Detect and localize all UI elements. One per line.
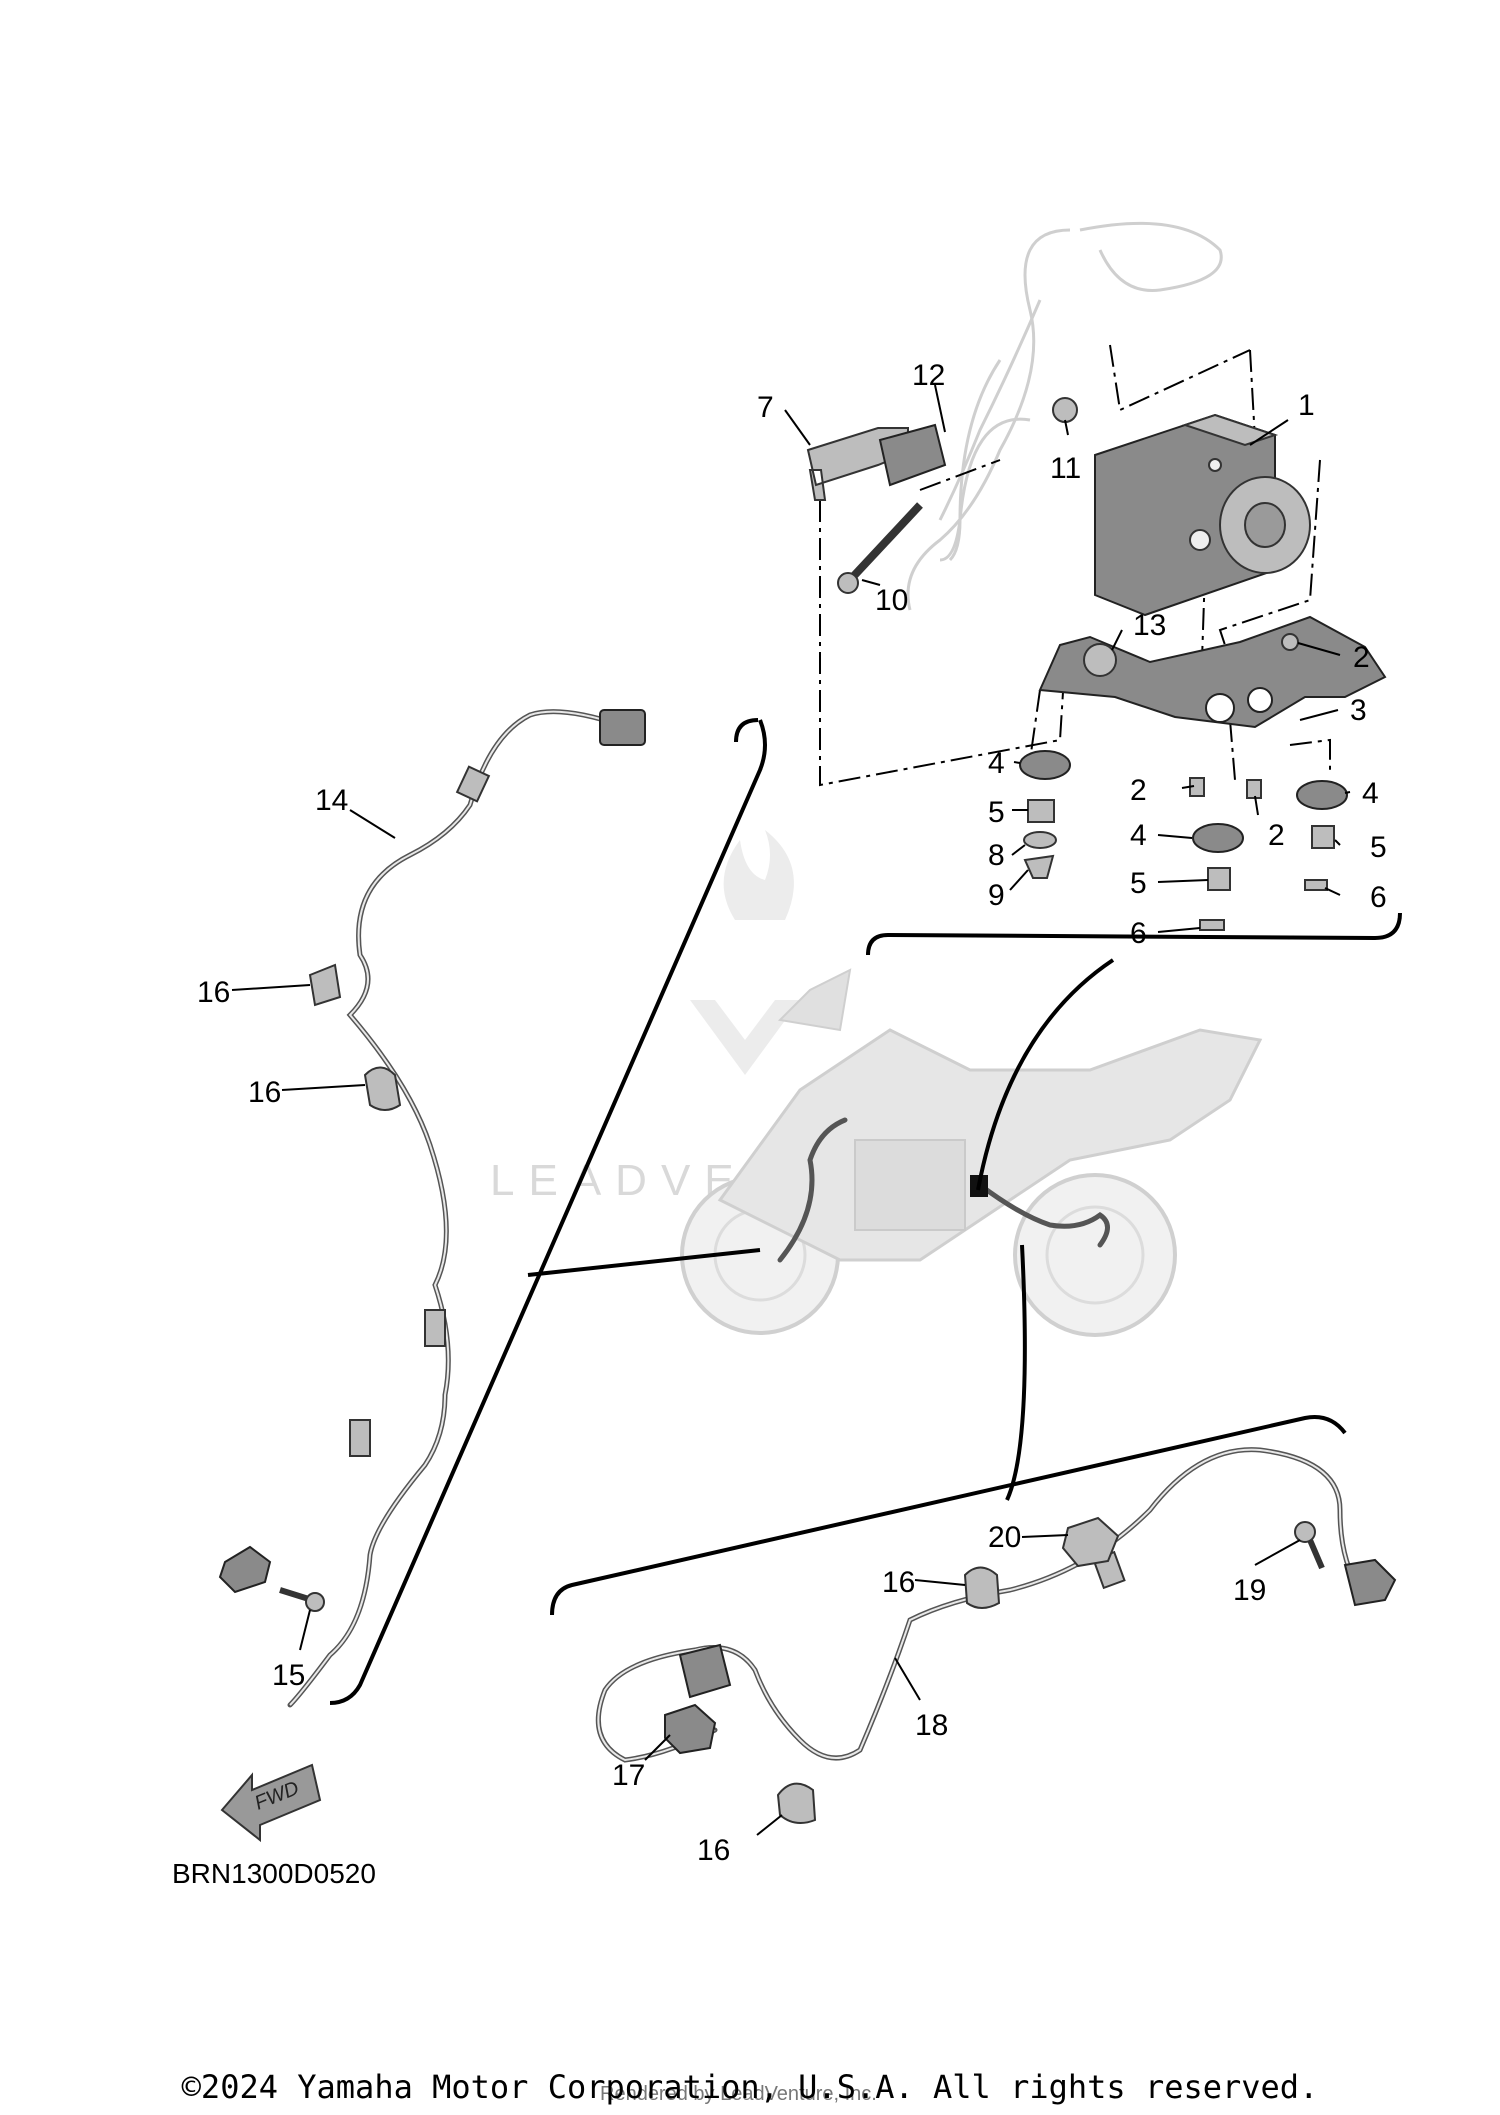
callout-1: 1 [1298,389,1315,422]
callout-8: 8 [988,839,1005,872]
brake-pipes-ghost [906,221,1223,611]
abs-unit-frame [734,718,1402,956]
clamp-part-17 [664,1703,717,1755]
callout-5: 5 [1370,831,1387,864]
clamp-part-16 [963,1566,1001,1609]
rear-wheel-sensor-lead-part-18 [595,1447,1397,1763]
fwd-arrow-icon: FWD [220,1763,322,1843]
bolt-part-15 [279,1587,325,1612]
nut-part-11 [1052,397,1078,423]
damper-stack-center [1192,823,1244,931]
bracket-hole [1205,693,1235,723]
callout-17: 17 [612,1759,645,1792]
callout-11: 11 [1050,452,1081,485]
clamp-part-16 [776,1782,817,1825]
damper-stack-right [1296,780,1348,891]
callout-16: 16 [197,976,230,1009]
callout-20: 20 [988,1521,1021,1554]
bolt-part-2 [1281,633,1299,651]
callout-3: 3 [1350,694,1367,727]
callout-5: 5 [1130,867,1147,900]
callout-16: 16 [697,1834,730,1867]
copyright-footer: ©2024 Yamaha Motor Corporation, U.S.A. A… [181,2068,1319,2106]
callout-12: 12 [912,359,945,392]
callout-18: 18 [915,1709,948,1742]
bolt-part-10 [837,502,923,594]
callout-4: 4 [1362,777,1379,810]
clamp-part-16 [308,963,342,1007]
callout-16: 16 [248,1076,281,1109]
callout-numbers: 1 2 3 2 2 4 4 4 5 5 5 6 6 7 8 9 10 11 12… [197,359,1387,1867]
bolt-part-19 [1294,1521,1325,1570]
callout-14: 14 [315,784,348,817]
callout-6: 6 [1130,917,1147,950]
frame-connector-lines [527,958,1115,1501]
rear-sensor-frame [550,1415,1347,1616]
plate-part-12 [878,423,947,487]
callout-15: 15 [272,1659,305,1692]
front-wheel-sensor-lead-part-14 [218,709,646,1708]
callout-2: 2 [1353,641,1370,674]
callout-4: 4 [988,747,1005,780]
front-sensor-frame [329,719,767,1705]
callout-10: 10 [875,584,908,617]
callout-16: 16 [882,1566,915,1599]
callout-5: 5 [988,796,1005,829]
callout-7: 7 [757,391,774,424]
grommet-part-13 [1083,643,1117,677]
mount-bracket-part-3 [1038,615,1387,729]
rendered-by-text: Rendered by LeadVenture, Inc. [600,2083,877,2105]
bolt-part-2 [1246,779,1262,799]
callout-4: 4 [1130,819,1147,852]
leader-lines [231,384,1351,1836]
callout-13: 13 [1133,609,1166,642]
bracket-hole [1247,687,1273,713]
abs-hydraulic-unit-part-1 [1094,413,1311,617]
clamp-part-16 [363,1066,402,1111]
motorcycle-overview [680,968,1263,1337]
callout-6: 6 [1370,881,1387,914]
damper-stack-left [1019,750,1071,879]
callout-2: 2 [1268,819,1285,852]
callout-9: 9 [988,879,1005,912]
holder-part-20 [1061,1516,1120,1568]
callout-2: 2 [1130,774,1147,807]
callout-19: 19 [1233,1574,1266,1607]
diagram-code: BRN1300D0520 [172,1858,376,1889]
